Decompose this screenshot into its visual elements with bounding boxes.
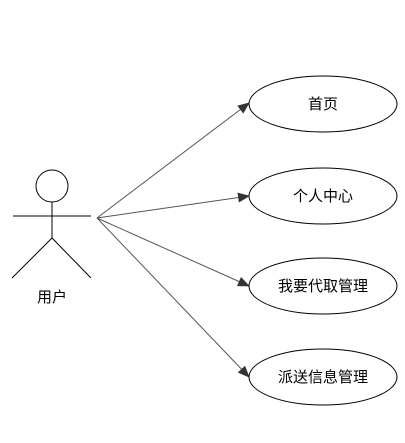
- use-case-ellipse: [248, 75, 398, 133]
- actor-left-leg: [11, 237, 53, 279]
- actor-label: 用户: [37, 288, 67, 306]
- use-case-label: 首页: [308, 95, 338, 113]
- associations: [96, 102, 250, 378]
- association-arrow-3: [96, 217, 250, 287]
- use-case-ellipse: [248, 257, 398, 315]
- use-case-3: 我要代取管理: [248, 257, 398, 315]
- use-case-ellipse: [248, 348, 398, 406]
- association-arrow-2: [96, 192, 250, 219]
- actor-figure: [11, 169, 92, 279]
- use-case-4: 派送信息管理: [248, 348, 398, 406]
- association-arrow-1: [96, 102, 250, 219]
- use-case-label: 个人中心: [293, 187, 353, 205]
- actor-head: [35, 169, 69, 203]
- actor-right-leg: [51, 237, 92, 279]
- use-case-label: 派送信息管理: [278, 368, 368, 386]
- use-case-ellipse: [248, 167, 398, 225]
- use-case-label: 我要代取管理: [278, 277, 368, 295]
- use-case-2: 个人中心: [248, 167, 398, 225]
- association-arrow-4: [96, 217, 250, 378]
- use-case-1: 首页: [248, 75, 398, 133]
